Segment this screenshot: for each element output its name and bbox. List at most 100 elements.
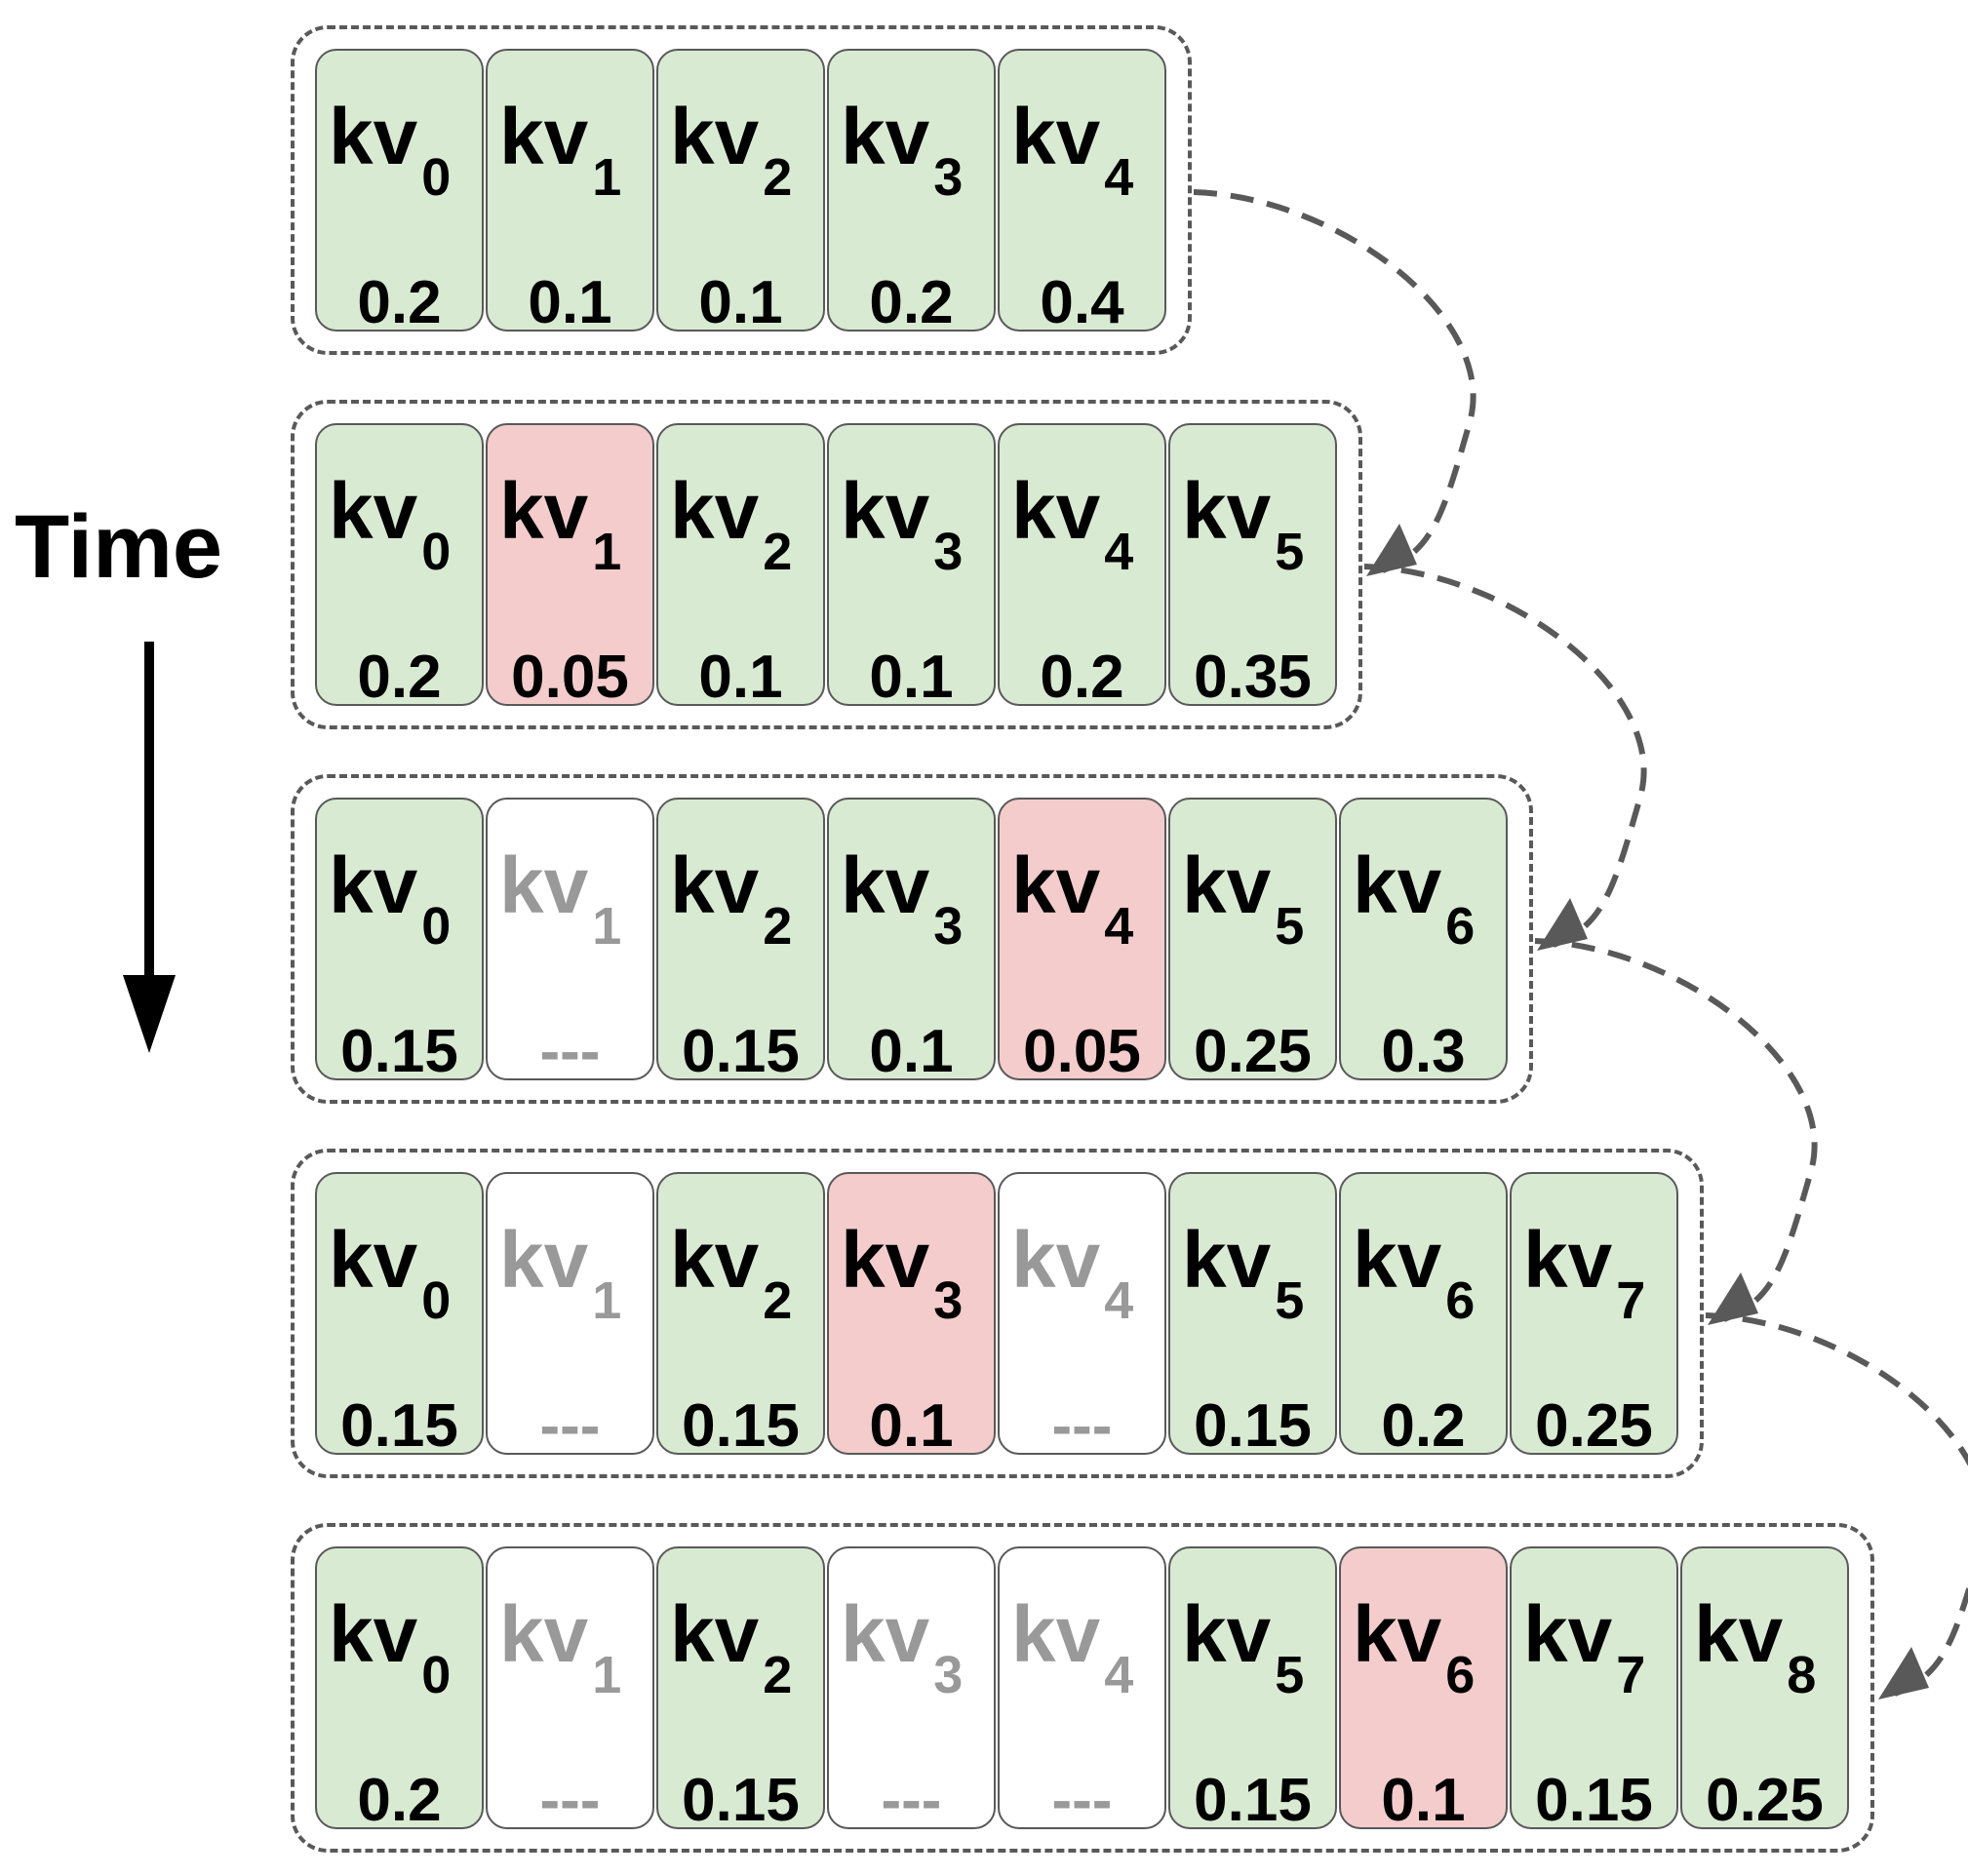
kv-token-label: kv1 [499, 1595, 621, 1702]
kv-label-text: kv [329, 467, 418, 556]
kv-label-text: kv [670, 841, 760, 930]
kv-index: 0 [421, 897, 452, 956]
kv-index: 5 [1275, 523, 1305, 581]
kv-token-label: kv4 [1011, 472, 1133, 579]
attention-score: 0.2 [357, 1767, 442, 1834]
attention-score: 0.3 [1381, 1018, 1466, 1085]
kv-token-label: kv2 [670, 1595, 792, 1702]
kv-index: 4 [1104, 1646, 1134, 1704]
kv-index: 2 [763, 1271, 793, 1330]
kv-label-text: kv [670, 1590, 760, 1679]
kv-label-text: kv [499, 841, 589, 930]
kv-cache-cell: kv0 0.2 [315, 423, 484, 711]
kv-token-label: kv0 [329, 1221, 451, 1328]
kv-cache-cell: kv4 0.2 [998, 423, 1166, 711]
attention-score: 0.1 [1381, 1767, 1466, 1834]
kv-label-text: kv [1353, 841, 1442, 930]
attention-score: 0.1 [698, 644, 783, 711]
kv-cache-cell: kv3--- [827, 1546, 996, 1831]
kv-cache-cell: kv5 0.25 [1168, 798, 1337, 1085]
kv-label-text: kv [841, 93, 930, 181]
kv-index: 1 [592, 148, 622, 207]
kv-index: 0 [421, 148, 452, 207]
kv-index: 2 [763, 897, 793, 956]
kv-token-label: kv6 [1353, 1221, 1475, 1328]
kv-label-text: kv [841, 1216, 930, 1305]
kv-label-text: kv [1523, 1216, 1613, 1305]
kv-index: 3 [933, 1646, 964, 1704]
kv-cache-cell: kv1--- [486, 1172, 654, 1457]
attention-score: 0.15 [1535, 1767, 1653, 1834]
kv-label-text: kv [1182, 841, 1272, 930]
kv-label-text: kv [1694, 1590, 1784, 1679]
attention-score: 0.2 [1381, 1392, 1466, 1460]
kv-label-text: kv [499, 467, 589, 556]
attention-score: 0.2 [357, 644, 442, 711]
kv-cache-cell: kv6 0.3 [1339, 798, 1508, 1085]
transition-arrow [1193, 189, 1476, 577]
kv-cache-cell: kv2 0.1 [656, 423, 825, 711]
kv-label-text: kv [670, 467, 760, 556]
kv-label-text: kv [1011, 467, 1101, 556]
time-axis-label: Time [15, 497, 223, 597]
kv-token-label: kv5 [1182, 1595, 1304, 1702]
kv-label-text: kv [499, 1590, 589, 1679]
kv-index: 0 [421, 1271, 452, 1330]
kv-cache-cell: kv6 0.2 [1339, 1172, 1508, 1460]
attention-score: 0.15 [340, 1392, 458, 1460]
attention-score: 0.2 [1040, 644, 1124, 711]
kv-label-text: kv [841, 467, 930, 556]
kv-token-label: kv7 [1523, 1595, 1645, 1702]
kv-token-label: kv2 [670, 472, 792, 579]
kv-label-text: kv [329, 1216, 418, 1305]
kv-token-label: kv3 [841, 472, 963, 579]
kv-index: 4 [1104, 523, 1134, 581]
attention-score: 0.1 [869, 1018, 954, 1085]
cache-step-frame [291, 25, 1192, 355]
attention-score: 0.2 [357, 269, 442, 336]
transition-arrow [1363, 564, 1647, 952]
kv-index: 4 [1104, 897, 1134, 956]
kv-token-label: kv0 [329, 472, 451, 579]
kv-label-text: kv [1182, 1216, 1272, 1305]
kv-index: 5 [1275, 897, 1305, 956]
attention-score: 0.1 [698, 269, 783, 336]
kv-token-label: kv0 [329, 846, 451, 954]
attention-score: 0.25 [1706, 1767, 1824, 1834]
kv-token-label: kv6 [1353, 1595, 1475, 1702]
kv-cache-cell: kv6 0.1 [1339, 1546, 1508, 1834]
kv-token-label: kv2 [670, 846, 792, 954]
kv-token-label: kv6 [1353, 846, 1475, 954]
kv-token-label: kv0 [329, 1595, 451, 1702]
kv-cache-cell: kv2 0.15 [656, 1546, 825, 1834]
cache-step-frame [291, 400, 1362, 729]
kv-cache-cell: kv0 0.15 [315, 1172, 484, 1460]
attention-score: 0.25 [1535, 1392, 1653, 1460]
kv-label-text: kv [1353, 1590, 1442, 1679]
kv-index: 0 [421, 523, 452, 581]
kv-label-text: kv [329, 1590, 418, 1679]
kv-token-label: kv3 [841, 1595, 963, 1702]
transition-arrow-head [1708, 1272, 1758, 1325]
attention-score: 0.15 [682, 1767, 800, 1834]
kv-index: 1 [592, 1646, 622, 1704]
kv-token-label: kv5 [1182, 846, 1304, 954]
kv-token-label: kv1 [499, 1221, 621, 1328]
attention-score: 0.15 [1194, 1392, 1312, 1460]
kv-token-label: kv4 [1011, 1221, 1133, 1328]
kv-token-label: kv1 [499, 98, 621, 205]
kv-index: 6 [1445, 1646, 1476, 1704]
kv-token-label: kv3 [841, 1221, 963, 1328]
attention-score: 0.25 [1194, 1018, 1312, 1085]
